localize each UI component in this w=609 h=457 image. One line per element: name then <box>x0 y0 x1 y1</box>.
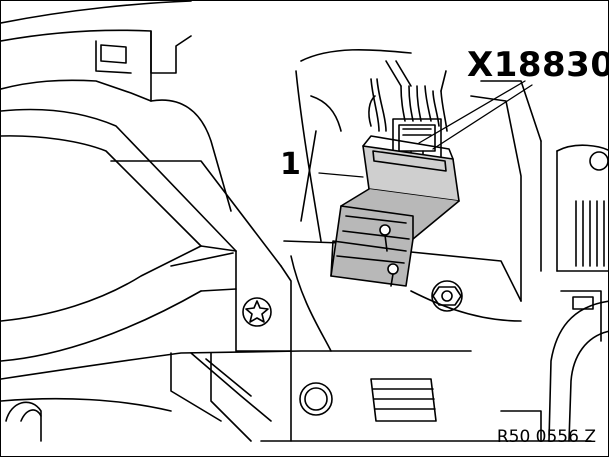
torx-screw <box>242 297 272 327</box>
steering-column <box>470 80 608 442</box>
leader-lines <box>318 80 533 178</box>
connector-callout-label: X18830 <box>467 45 609 85</box>
part-number-callout-label: 1 <box>280 147 301 182</box>
control-module <box>330 95 460 287</box>
figure-reference-code: R50 0556 Z <box>496 427 596 447</box>
vent-grille <box>370 378 542 442</box>
dashboard-trim-panel <box>1 1 292 362</box>
wire-harness <box>370 60 448 132</box>
round-knob <box>299 382 333 416</box>
dashboard-cavity <box>283 48 522 352</box>
lower-console <box>1 350 592 442</box>
hex-bolt <box>431 280 463 312</box>
